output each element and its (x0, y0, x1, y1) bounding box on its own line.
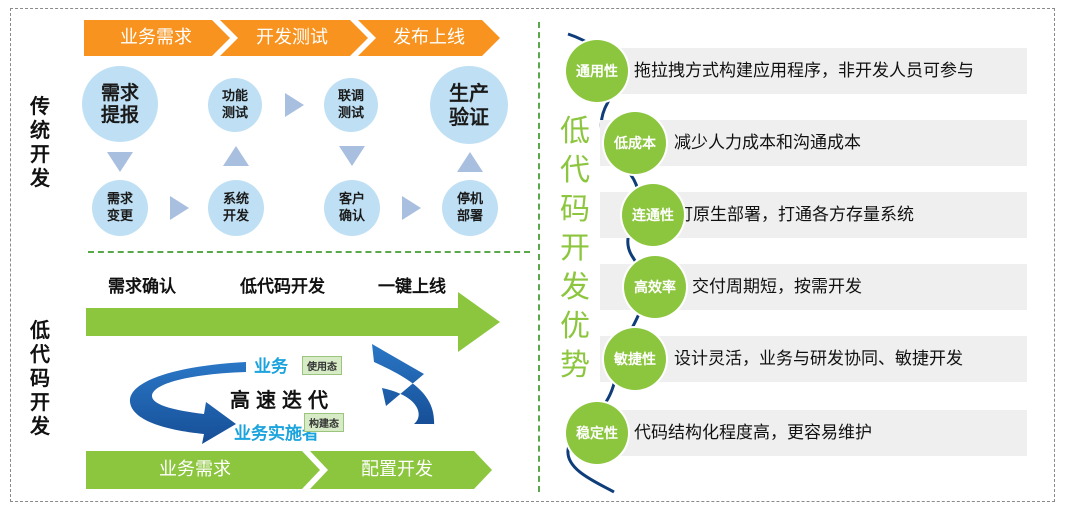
lowcode-side-label: 低代码开发 (30, 318, 50, 438)
loop-bottom-text: 业务实施者 (234, 424, 319, 444)
node-func-test: 功能测试 (208, 78, 262, 132)
phase-chevron-1 (84, 20, 230, 56)
phase-label-2: 开发测试 (256, 27, 328, 48)
bottom-chevron-2 (310, 451, 492, 489)
advantage-badge: 连通性 (622, 184, 684, 246)
column-divider (538, 22, 540, 492)
node-sys-dev: 系统开发 (208, 180, 264, 236)
advantage-badge: 通用性 (566, 40, 628, 102)
lowcode-step-1: 需求确认 (108, 277, 176, 297)
loop-top-text: 业务 (254, 357, 288, 377)
lowcode-flow-arrow (86, 292, 500, 352)
bottom-bar-label-2: 配置开发 (361, 459, 433, 480)
node-req-change: 需求变更 (92, 180, 148, 236)
advantage-desc: 交付周期短，按需开发 (692, 277, 862, 297)
arrow-right-icon (170, 196, 189, 220)
phase-chevron-3 (358, 20, 500, 56)
node-stop-deploy: 停机部署 (442, 180, 498, 236)
arrow-right-icon (285, 93, 304, 117)
advantage-desc: 拖拉拽方式构建应用程序，非开发人员可参与 (634, 61, 974, 81)
bottom-chevron-1 (86, 451, 320, 489)
lowcode-bottom-chevrons (86, 451, 492, 489)
node-sys-dev-label: 系统开发 (222, 192, 249, 224)
loop-arrow-left (129, 362, 246, 444)
arrow-right-icon (402, 196, 421, 220)
phase-chevron-2 (220, 20, 368, 56)
advantage-row-2: 减少人力成本和沟通成本 (600, 120, 1027, 166)
advantage-desc: 设计灵活，业务与研发协同、敏捷开发 (674, 349, 963, 369)
advantage-badge: 敏捷性 (604, 328, 666, 390)
node-req-report: 需求提报 (82, 66, 158, 142)
advantage-desc: 减少人力成本和沟通成本 (674, 133, 861, 153)
node-prod-verify-label: 生产验证 (449, 81, 489, 129)
lowcode-step-2: 低代码开发 (240, 277, 325, 297)
lowcode-flow-arrow-shape (86, 292, 500, 352)
traditional-phase-chevrons (84, 20, 500, 56)
node-joint-test-label: 联调测试 (337, 89, 364, 121)
loop-top-tag: 使用态 (302, 356, 342, 375)
advantage-row-5: 设计灵活，业务与研发协同、敏捷开发 (600, 336, 1027, 382)
node-prod-verify: 生产验证 (430, 66, 508, 144)
advantage-badge: 低成本 (604, 112, 666, 174)
phase-label-3: 发布上线 (393, 27, 465, 48)
phase-label-1: 业务需求 (120, 27, 192, 48)
advantage-row-1: 拖拉拽方式构建应用程序，非开发人员可参与 (600, 48, 1027, 94)
loop-center-text: 高速迭代 (230, 388, 334, 412)
node-stop-deploy-label: 停机部署 (456, 192, 483, 224)
advantage-badge: 高效率 (624, 256, 686, 318)
advantage-desc: 代码结构化程度高，更容易维护 (634, 423, 872, 443)
bottom-bar-label-1: 业务需求 (159, 459, 231, 480)
arrow-up-icon (457, 152, 483, 172)
advantage-row-6: 代码结构化程度高，更容易维护 (600, 410, 1027, 456)
node-req-change-label: 需求变更 (106, 192, 133, 224)
arrow-down-icon (107, 152, 133, 172)
node-func-test-label: 功能测试 (221, 89, 248, 121)
advantage-desc: 钉原生部署，打通各方存量系统 (676, 205, 914, 225)
loop-bottom-tag: 构建态 (304, 413, 344, 432)
node-client-confirm: 客户确认 (324, 180, 380, 236)
node-joint-test: 联调测试 (324, 78, 378, 132)
traditional-side-label: 传统开发 (30, 94, 50, 190)
advantage-badge: 稳定性 (566, 402, 628, 464)
lowcode-step-3: 一键上线 (378, 277, 446, 297)
iteration-loop-arrows (129, 344, 435, 444)
arrow-down-icon (339, 146, 365, 166)
node-req-report-label: 需求提报 (100, 82, 139, 126)
arrow-up-icon (223, 146, 249, 166)
outer-frame (10, 8, 1055, 502)
node-client-confirm-label: 客户确认 (338, 192, 365, 224)
advantages-title: 低代码开发优势 (560, 114, 590, 383)
loop-arrow-right (372, 344, 435, 426)
section-divider (88, 251, 530, 253)
